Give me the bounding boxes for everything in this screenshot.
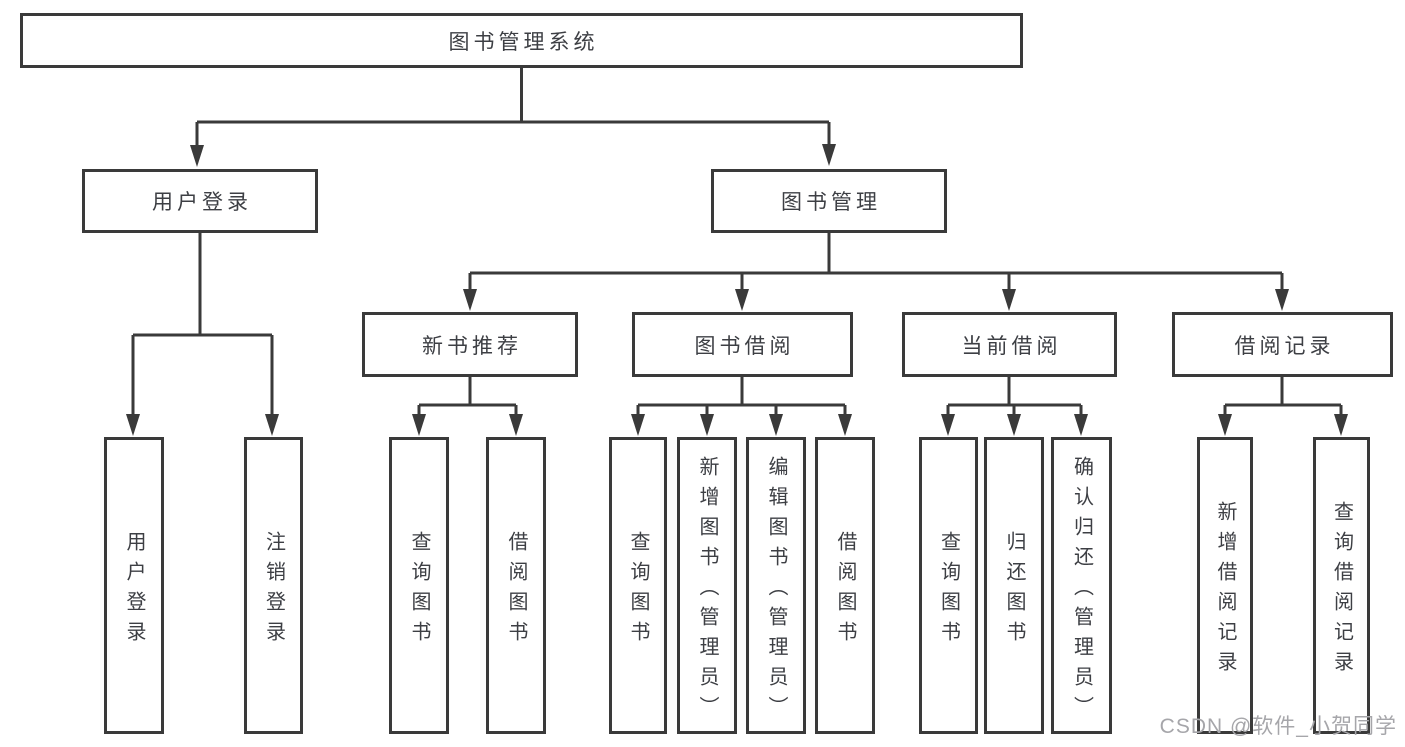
connector-book-management-fork <box>468 233 1284 291</box>
node-query-books-borrow: 查询图书 <box>609 437 667 734</box>
node-add-borrow-record: 新增借阅记录 <box>1197 437 1253 734</box>
node-edit-book-admin: 编辑图书（管理员） <box>746 437 806 734</box>
csdn-watermark: CSDN @软件_小贺同学 <box>1159 715 1397 738</box>
connector-new-book-fork <box>417 377 518 416</box>
node-library-management-system: 图书管理系统 <box>20 13 1023 68</box>
node-confirm-return-admin: 确认归还（管理员） <box>1051 437 1112 734</box>
connector-current-borrowing-fork <box>946 377 1083 416</box>
connector-root-to-level2 <box>195 68 831 146</box>
node-current-borrowing: 当前借阅 <box>902 312 1117 377</box>
node-book-borrowing: 图书借阅 <box>632 312 853 377</box>
node-user-login-leaf: 用户登录 <box>104 437 164 734</box>
node-book-management: 图书管理 <box>711 169 947 233</box>
node-new-book-recommendation: 新书推荐 <box>362 312 578 377</box>
node-query-books-recommend: 查询图书 <box>389 437 449 734</box>
node-borrow-books-recommend: 借阅图书 <box>486 437 546 734</box>
node-return-books: 归还图书 <box>984 437 1044 734</box>
node-add-book-admin: 新增图书（管理员） <box>677 437 737 734</box>
node-user-login: 用户登录 <box>82 169 318 233</box>
node-logout: 注销登录 <box>244 437 303 734</box>
node-query-books-current: 查询图书 <box>919 437 978 734</box>
connector-book-borrowing-fork <box>636 377 847 416</box>
arrowheads <box>126 144 1348 436</box>
node-borrow-books-leaf: 借阅图书 <box>815 437 875 734</box>
connector-user-login-fork <box>131 233 274 416</box>
node-query-borrow-record: 查询借阅记录 <box>1313 437 1370 734</box>
node-borrowing-records: 借阅记录 <box>1172 312 1393 377</box>
connector-borrowing-records-fork <box>1223 377 1343 416</box>
